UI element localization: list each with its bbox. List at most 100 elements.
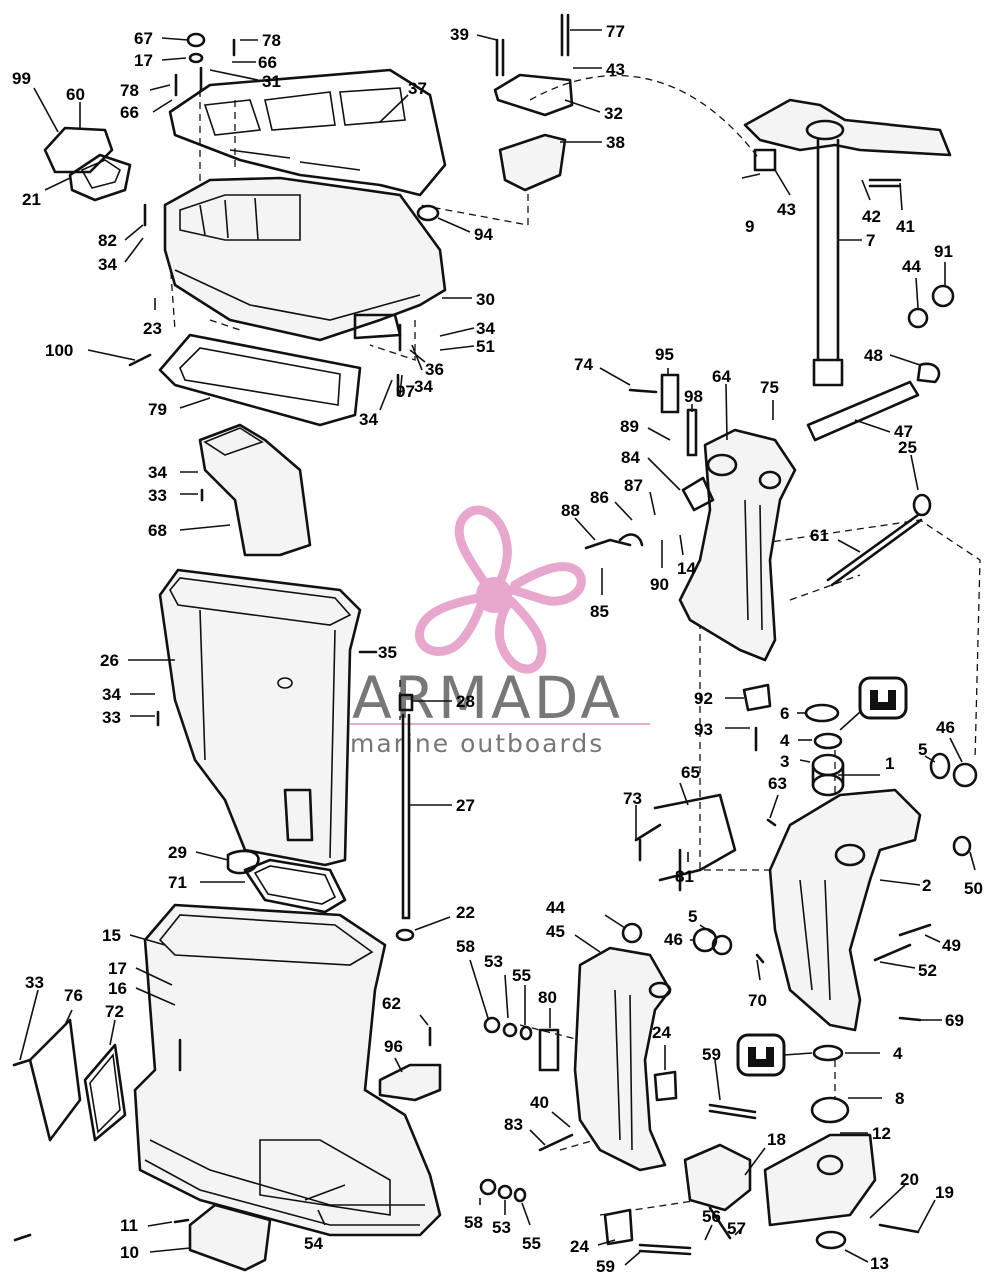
callout-label: 78	[262, 31, 281, 50]
callout-label: 61	[810, 526, 829, 545]
callout-label: 66	[258, 53, 277, 72]
callout-label: 4	[893, 1044, 903, 1063]
callout-label: 21	[22, 190, 41, 209]
callout-76: 76	[64, 986, 83, 1026]
callout-59a: 59	[702, 1045, 721, 1101]
callout-44a: 44	[902, 257, 921, 309]
callout-17b: 17	[108, 959, 173, 986]
callout-label: 67	[134, 29, 153, 48]
callout-18: 18	[744, 1130, 786, 1176]
callout-9: 9	[741, 173, 761, 236]
callout-label: 43	[777, 200, 796, 219]
callout-74: 74	[574, 355, 631, 386]
callout-33b: 33	[102, 708, 155, 727]
callout-52: 52	[879, 961, 937, 980]
callout-55b: 55	[521, 1202, 541, 1253]
callout-label: 52	[918, 961, 937, 980]
callout-61: 61	[810, 526, 861, 553]
callout-38: 38	[560, 133, 625, 152]
rectifier-module	[498, 133, 567, 192]
callout-label: 17	[134, 51, 153, 70]
callout-label: 33	[102, 708, 121, 727]
callout-51: 51	[439, 337, 495, 356]
callout-label: 59	[596, 1257, 615, 1276]
callout-68: 68	[148, 521, 231, 540]
callout-16: 16	[108, 979, 176, 1006]
callout-55a: 55	[512, 966, 531, 1025]
callout-66b: 66	[120, 99, 173, 122]
callout-39: 39	[450, 25, 498, 44]
callout-11: 11	[120, 1216, 173, 1235]
midsection-housing	[158, 568, 362, 867]
propeller-logo-icon	[415, 505, 586, 674]
callout-label: 53	[484, 952, 503, 971]
callout-73: 73	[623, 789, 642, 840]
callout-label: 5	[688, 907, 697, 926]
callout-26: 26	[100, 651, 175, 670]
callout-21: 21	[22, 177, 71, 209]
callout-label: 59	[702, 1045, 721, 1064]
callout-label: 73	[623, 789, 642, 808]
callout-94: 94	[437, 217, 493, 244]
callout-65: 65	[679, 763, 700, 806]
callout-label: 41	[896, 217, 915, 236]
callout-label: 89	[620, 417, 639, 436]
callout-label: 2	[922, 876, 931, 895]
callout-label: 22	[456, 903, 475, 922]
callout-label: 4	[780, 731, 790, 750]
callout-22: 22	[414, 903, 475, 931]
callout-label: 53	[492, 1218, 511, 1237]
callout-79: 79	[148, 397, 211, 419]
shift-rod	[401, 713, 411, 920]
callout-label: 13	[870, 1254, 889, 1273]
callout-46a: 46	[936, 718, 963, 763]
trim-tab-bracket	[378, 1063, 442, 1102]
seal-detail-icon	[839, 676, 908, 731]
callout-5a: 5	[918, 740, 936, 763]
callout-93: 93	[694, 720, 750, 739]
callout-label: 55	[522, 1234, 541, 1253]
watermark-subtitle: marine outboards	[350, 729, 604, 758]
callout-71: 71	[168, 873, 245, 892]
callout-label: 35	[378, 643, 397, 662]
callout-label: 34	[476, 319, 495, 338]
callout-17a: 17	[134, 51, 187, 70]
callout-label: 15	[102, 926, 121, 945]
lower-cover-plate	[188, 1203, 272, 1272]
lower-exhaust-housing	[133, 903, 442, 1237]
callout-label: 74	[574, 355, 593, 374]
callout-41: 41	[896, 182, 915, 236]
exhaust-housing-upper	[163, 176, 447, 342]
callout-42: 42	[861, 179, 881, 226]
callout-label: 28	[456, 692, 475, 711]
callout-91: 91	[934, 242, 953, 285]
callout-label: 42	[862, 207, 881, 226]
callout-88: 88	[561, 501, 596, 541]
callout-58b: 58	[464, 1198, 483, 1232]
exhaust-grommet	[43, 126, 114, 174]
callout-80: 80	[538, 988, 557, 1028]
callout-6: 6	[780, 704, 806, 723]
callout-label: 46	[664, 930, 683, 949]
callout-label: 77	[606, 22, 625, 41]
callout-67: 67	[134, 29, 189, 48]
callout-label: 34	[102, 685, 121, 704]
callout-label: 16	[108, 979, 127, 998]
callout-47: 47	[854, 419, 913, 441]
seal-detail-icon	[736, 1033, 813, 1077]
callout-label: 34	[414, 377, 433, 396]
callout-label: 3	[780, 752, 789, 771]
callout-34e: 34	[148, 463, 198, 482]
callout-label: 25	[898, 438, 917, 457]
callout-label: 94	[474, 225, 493, 244]
callout-7: 7	[838, 231, 875, 250]
callout-43a: 43	[573, 60, 625, 79]
callout-label: 66	[120, 103, 139, 122]
callout-53b: 53	[492, 1200, 511, 1237]
housing-gasket	[158, 333, 362, 427]
callout-78b: 78	[120, 81, 171, 100]
callout-45: 45	[546, 922, 601, 953]
callout-84: 84	[621, 448, 681, 491]
callout-85: 85	[590, 568, 609, 621]
callout-23: 23	[143, 298, 162, 338]
